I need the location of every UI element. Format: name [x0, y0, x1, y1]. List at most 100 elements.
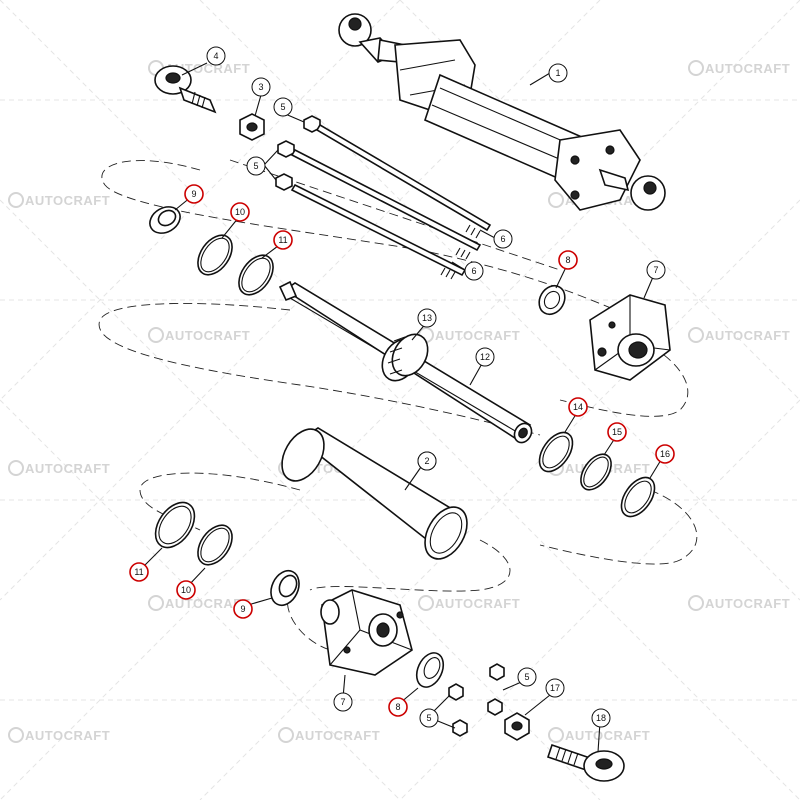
watermark-logo: AUTOCRAFT	[148, 327, 250, 343]
callout-number: 9	[191, 189, 196, 199]
tie-rods	[290, 123, 492, 280]
callout[interactable]: 11	[129, 562, 149, 582]
watermark-text: AUTOCRAFT	[165, 328, 250, 343]
callout-circle	[548, 63, 568, 83]
callout[interactable]: 8	[558, 250, 578, 270]
backup-ring-bottom	[154, 501, 196, 549]
callout-number: 3	[258, 82, 263, 92]
rod-seal-top	[538, 284, 566, 316]
callout-circle	[206, 46, 226, 66]
callout[interactable]: 15	[607, 422, 627, 442]
watermark-logo: AUTOCRAFT	[278, 727, 380, 743]
watermark-text: AUTOCRAFT	[25, 728, 110, 743]
callout[interactable]: 8	[388, 697, 408, 717]
watermark-logo: AUTOCRAFT	[8, 460, 110, 476]
backup-ring-top	[238, 254, 274, 296]
piston	[381, 333, 429, 382]
callout-number: 5	[524, 672, 529, 682]
callout[interactable]: 13	[417, 308, 437, 328]
callout-circle	[419, 708, 439, 728]
callout-circle	[184, 184, 204, 204]
callout[interactable]: 5	[419, 708, 439, 728]
callout-number: 6	[471, 266, 476, 276]
callout[interactable]: 9	[184, 184, 204, 204]
callout-number: 16	[660, 449, 670, 459]
callout[interactable]: 5	[246, 156, 266, 176]
o-ring-top	[197, 234, 233, 276]
small-nuts-bottom	[448, 663, 505, 737]
callout-number: 1	[555, 68, 560, 78]
end-cap-bottom	[320, 589, 413, 676]
callout-circle	[655, 444, 675, 464]
piston-ring-14	[538, 431, 574, 473]
callout-number: 11	[278, 235, 287, 245]
callout[interactable]: 10	[176, 580, 196, 600]
watermark-logo: AUTOCRAFT	[8, 727, 110, 743]
callout[interactable]: 10	[230, 202, 250, 222]
callout-number: 9	[240, 604, 245, 614]
watermark-text: AUTOCRAFT	[565, 728, 650, 743]
watermark-text: AUTOCRAFT	[25, 193, 110, 208]
watermark-text: AUTOCRAFT	[435, 596, 520, 611]
callout-circle	[558, 250, 578, 270]
hex-nut-top	[239, 113, 265, 141]
callout[interactable]: 12	[475, 347, 495, 367]
piston-ring-16	[620, 476, 656, 518]
watermark-text: AUTOCRAFT	[705, 596, 790, 611]
callout-circle	[464, 261, 484, 281]
callout-circle	[493, 229, 513, 249]
callout[interactable]: 6	[464, 261, 484, 281]
callout-number: 7	[340, 697, 345, 707]
watermark-logo: AUTOCRAFT	[688, 327, 790, 343]
callout-number: 7	[653, 265, 658, 275]
hex-nut-bottom	[504, 712, 530, 741]
cylinder-barrel	[281, 427, 468, 560]
callout-number: 12	[480, 352, 490, 362]
callout[interactable]: 5	[273, 97, 293, 117]
callout-circle	[591, 708, 611, 728]
callout-circle	[129, 562, 149, 582]
callout-number: 13	[422, 313, 432, 323]
callout[interactable]: 14	[568, 397, 588, 417]
watermark-logo: AUTOCRAFT	[418, 327, 520, 343]
callout-number: 5	[280, 102, 285, 112]
callout-number: 11	[134, 567, 143, 577]
callout-number: 15	[612, 427, 622, 437]
callout[interactable]: 4	[206, 46, 226, 66]
callout-circle	[233, 599, 253, 619]
wiper-seal-bottom	[270, 569, 300, 607]
callout-number: 5	[253, 161, 258, 171]
callout-number: 2	[424, 456, 429, 466]
watermark-logo: AUTOCRAFT	[688, 60, 790, 76]
watermark-text: AUTOCRAFT	[435, 328, 520, 343]
callout-circle	[568, 397, 588, 417]
callout[interactable]: 7	[646, 260, 666, 280]
callout[interactable]: 7	[333, 692, 353, 712]
o-ring-bottom	[197, 524, 233, 566]
assembly-guide-path	[98, 302, 541, 436]
assembly-guide-path	[309, 539, 511, 592]
callout[interactable]: 6	[493, 229, 513, 249]
callout-circle	[417, 308, 437, 328]
callout[interactable]: 16	[655, 444, 675, 464]
wiper-seal-top	[149, 206, 181, 234]
callout-circle	[333, 692, 353, 712]
rod-end-top	[154, 65, 217, 114]
callout-circle	[607, 422, 627, 442]
callout-number: 17	[550, 683, 560, 693]
callout[interactable]: 11	[273, 230, 293, 250]
callout-circle	[176, 580, 196, 600]
callout[interactable]: 9	[233, 599, 253, 619]
watermark-text: AUTOCRAFT	[705, 61, 790, 76]
watermark-layer: AUTOCRAFT AUTOCRAFT AUTOCRAFT AUTOCRAFT …	[8, 60, 790, 743]
callout[interactable]: 5	[517, 667, 537, 687]
callout[interactable]: 2	[417, 451, 437, 471]
callout-circle	[273, 97, 293, 117]
callout[interactable]: 3	[251, 77, 271, 97]
callout-layer: 1 2 3 4 5 5 6 6 7 8 9 10 11 12 13 14 15 …	[129, 46, 675, 728]
callout[interactable]: 18	[591, 708, 611, 728]
callout-circle	[230, 202, 250, 222]
callout[interactable]: 1	[548, 63, 568, 83]
callout[interactable]: 17	[545, 678, 565, 698]
